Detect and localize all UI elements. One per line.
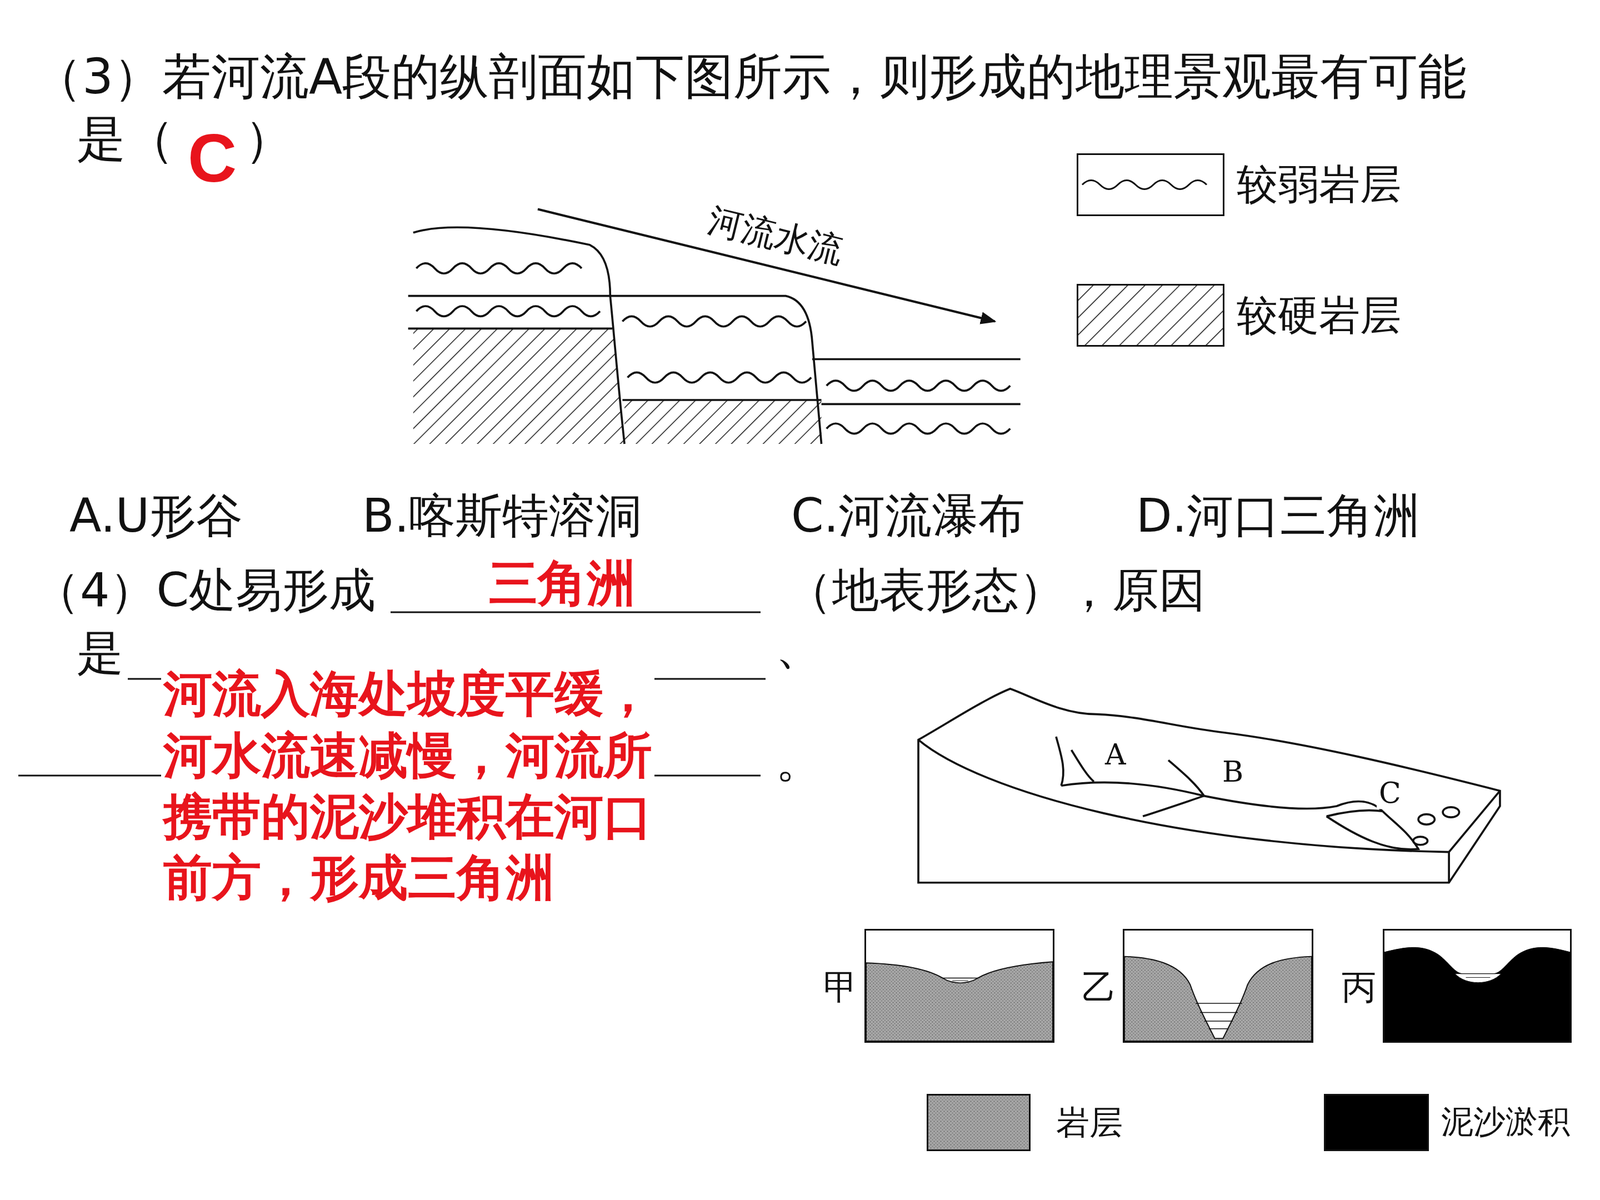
cross-section-panel: 丙 xyxy=(1382,928,1572,1043)
legend-swatch xyxy=(1076,283,1225,347)
cross-section-drawing xyxy=(1384,930,1570,1042)
punctuation: 、 xyxy=(775,621,823,673)
river-basin-block xyxy=(918,688,1500,883)
panel-label: 甲 xyxy=(823,968,858,1007)
question-text: ） xyxy=(244,112,294,167)
question-text: 是（ xyxy=(76,112,175,167)
cross-section-panel: 乙 xyxy=(1122,928,1314,1043)
punctuation: 。 xyxy=(775,735,823,787)
question-text: （地表形态），原因 xyxy=(785,564,1206,616)
answer-letter: C xyxy=(187,121,237,196)
weak-rock-wave xyxy=(826,423,1011,434)
cross-section-drawing xyxy=(866,930,1053,1042)
river-profile xyxy=(408,209,1021,444)
panel-label: 丙 xyxy=(1341,968,1377,1007)
map-letter: C xyxy=(1376,777,1404,809)
legend-swatch xyxy=(926,1093,1031,1152)
option-text: A.U形谷 xyxy=(69,490,243,542)
legend-swatch xyxy=(1323,1093,1429,1152)
weak-rock-wave xyxy=(826,380,1011,391)
option-text: C.河流瀑布 xyxy=(791,490,1025,542)
option-text: B.喀斯特溶洞 xyxy=(362,490,643,542)
answer-text: 前方，形成三角洲 xyxy=(161,851,557,905)
map-letter: A xyxy=(1102,738,1129,771)
question-text: 是 xyxy=(76,627,124,679)
answer-text: 河水流速减慢，河流所 xyxy=(161,728,655,783)
weak-rock-wave xyxy=(622,316,807,327)
cross-section-drawing xyxy=(1124,930,1312,1042)
map-letter: B xyxy=(1220,756,1246,788)
flow-label: 河流水流 xyxy=(703,200,847,270)
legend-text: 较弱岩层 xyxy=(1236,161,1402,207)
answer-text: 三角洲 xyxy=(488,556,636,611)
legend-text: 较硬岩层 xyxy=(1236,292,1402,338)
weak-rock-wave xyxy=(627,372,812,383)
answer-text: 携带的泥沙堆积在河口 xyxy=(161,790,655,844)
question-text: （4）C处易形成 xyxy=(33,564,376,616)
panel-label: 乙 xyxy=(1081,968,1117,1007)
weak-rock-wave xyxy=(416,306,600,317)
weak-rock-wave xyxy=(416,263,582,274)
question-text: （3）若河流A段的纵剖面如下图所示，则形成的地理景观最有可能 xyxy=(33,50,1467,104)
cross-section-panel: 甲 xyxy=(864,928,1055,1043)
answer-text: 河流入海处坡度平缓， xyxy=(161,667,655,722)
legend-text: 泥沙淤积 xyxy=(1441,1104,1570,1140)
legend-text: 岩层 xyxy=(1056,1103,1123,1141)
legend-swatch xyxy=(1076,153,1225,217)
option-text: D.河口三角洲 xyxy=(1136,490,1420,542)
